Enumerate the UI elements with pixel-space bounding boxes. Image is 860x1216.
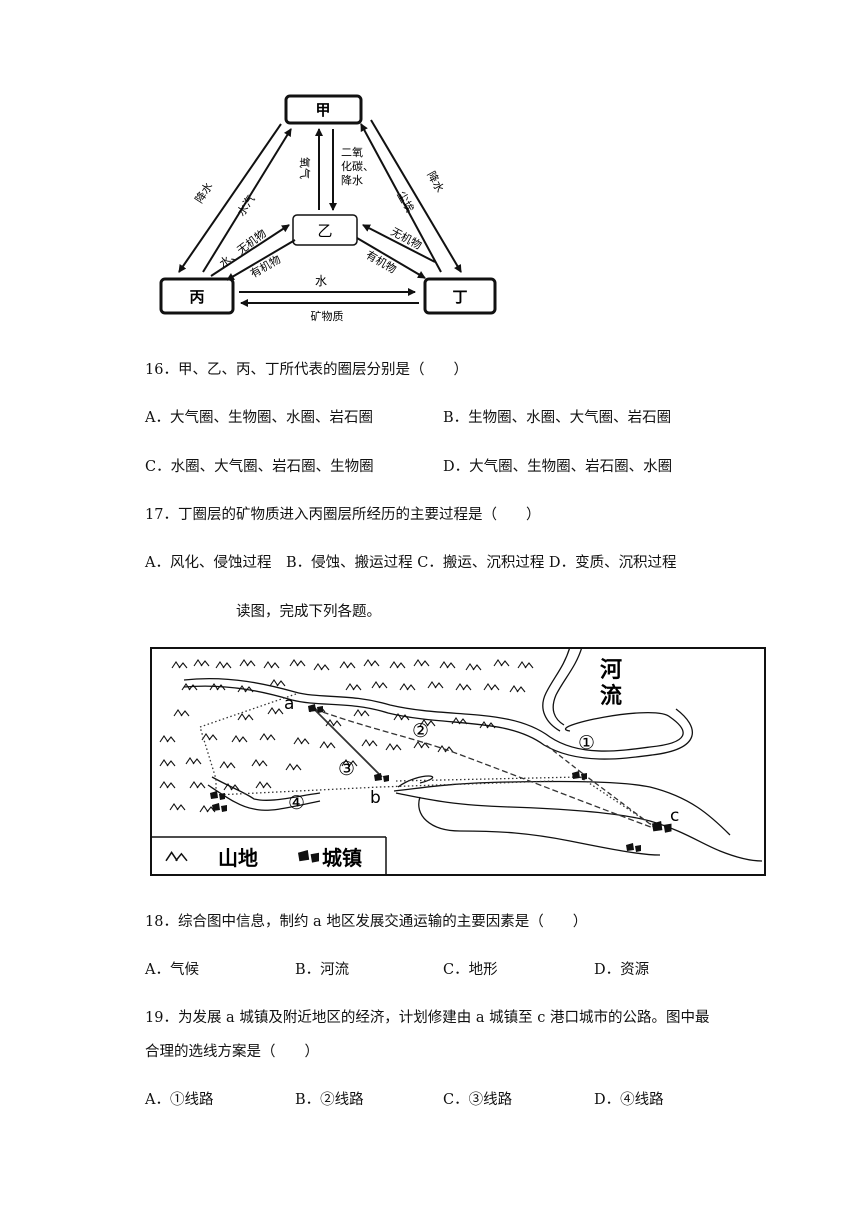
arrow-bing-to-jia [202, 128, 292, 273]
q18-option-b: B．河流 [295, 962, 350, 978]
reading-intro: 读图，完成下列各题。 [236, 604, 381, 620]
q18-option-a: A．气候 [145, 962, 199, 978]
box-bing [159, 277, 235, 315]
arrow-jia-to-bing [178, 123, 282, 273]
q19-option-b: B．②线路 [295, 1092, 364, 1108]
label-yangqi: 氧气 [298, 157, 312, 179]
q18-stem: 18．综合图中信息，制约 a 地区发展交通运输的主要因素是（ ） [145, 914, 588, 930]
route-2-line [313, 708, 657, 830]
label-bottom-bottom: 矿物质 [311, 309, 344, 323]
arrow-ding-to-yi [362, 224, 436, 263]
q18-option-c: C．地形 [443, 962, 498, 978]
route-3-label: ③ [338, 758, 355, 780]
arrow-yi-to-ding [356, 237, 426, 279]
box-yi-label: 乙 [317, 222, 332, 240]
arrow-jia-to-ding [370, 119, 462, 273]
box-yi [292, 214, 358, 246]
route-boundary-dotted [199, 693, 555, 796]
route-3-line [313, 708, 383, 778]
river [183, 647, 763, 862]
box-bing-label: 丙 [189, 288, 204, 306]
q19-option-d: D．④线路 [594, 1092, 664, 1108]
q19-stem-line1: 19．为发展 a 城镇及附近地区的经济，计划修建由 a 城镇至 c 港口城市的公… [145, 1010, 710, 1026]
q19-option-c: C．③线路 [443, 1092, 513, 1108]
label-bottom-left-inner: 有机物 [248, 252, 284, 281]
route-4-label: ④ [288, 792, 305, 814]
label-left-outer: 降水 [192, 180, 216, 206]
box-jia [284, 94, 363, 125]
q18-option-d: D．资源 [594, 962, 650, 978]
legend-mountain-label: 山地 [218, 846, 258, 870]
box-ding-label: 丁 [452, 288, 467, 306]
route-2-label: ② [412, 720, 429, 742]
box-ding [423, 277, 497, 315]
river-label-1: 河 [600, 658, 622, 683]
q16-option-a: A．大气圈、生物圈、水圈、岩石圈 [145, 410, 373, 426]
label-co2-1: 二氧 [341, 145, 363, 159]
arrow-ding-to-jia [360, 123, 442, 273]
arrow-yi-to-bing [226, 239, 296, 281]
q19-option-a: A．①线路 [145, 1092, 214, 1108]
legend-town-label: 城镇 [322, 846, 362, 870]
point-b-label: b [370, 788, 381, 808]
q17-stem: 17．丁圈层的矿物质进入丙圈层所经历的主要过程是（ ） [145, 507, 541, 523]
arrow-bing-to-yi [210, 224, 290, 277]
q19-stem-line2: 合理的选线方案是（ ） [145, 1044, 319, 1060]
route-lines [199, 693, 659, 831]
label-right-outer: 降水 [424, 169, 447, 195]
label-co2-3: 降水 [341, 173, 363, 187]
river-label-2: 流 [600, 683, 622, 709]
q16-stem: 16．甲、乙、丙、丁所代表的圈层分别是（ ） [145, 362, 468, 378]
point-a-label: a [284, 694, 294, 714]
box-jia-label: 甲 [315, 101, 330, 119]
q16-option-d: D．大气圈、生物圈、岩石圈、水圈 [443, 459, 673, 475]
map-frame [150, 647, 766, 876]
q17-options: A．风化、侵蚀过程 B．侵蚀、搬运过程 C．搬运、沉积过程 D．变质、沉积过程 [145, 555, 677, 571]
q16-option-b: B．生物圈、水圈、大气圈、岩石圈 [443, 410, 672, 426]
label-bottom-top: 水 [315, 274, 327, 288]
point-c-label: c [670, 806, 679, 826]
q16-option-c: C．水圈、大气圈、岩石圈、生物圈 [145, 459, 374, 475]
label-co2-2: 化碳、 [341, 159, 374, 173]
sphere-diagram: 甲 乙 丙 丁 氧气 二氧 化碳、 降水 降水 水汽 水、无机物 有机物 降水 … [159, 94, 497, 323]
route-1-label: ① [578, 732, 595, 754]
route-map: a b c ① ② ③ ④ 河 流 山地 城镇 [150, 647, 766, 876]
route-4-line [395, 776, 659, 830]
